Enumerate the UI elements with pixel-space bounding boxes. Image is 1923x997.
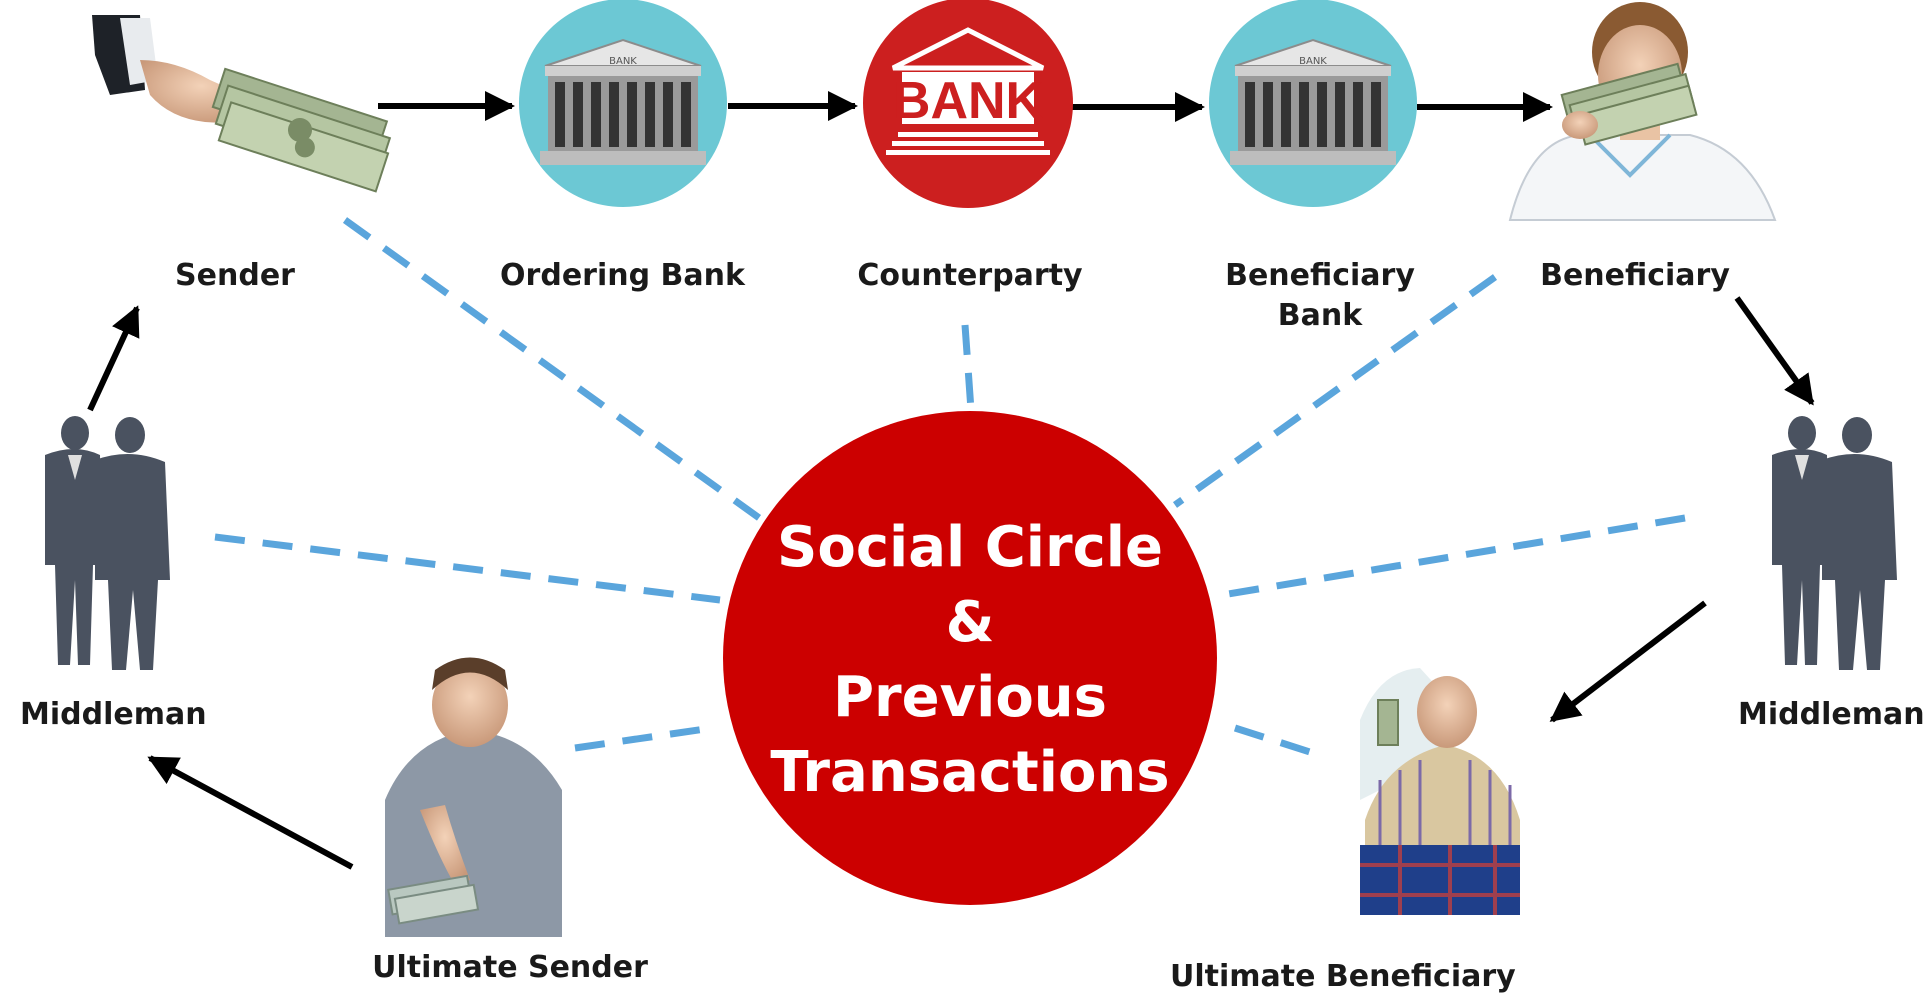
connector-middleman-left [214, 533, 721, 604]
counterparty-bank-icon: BANK [863, 0, 1073, 208]
center-line-4: Transactions [770, 740, 1170, 805]
center-circle-text: Social Circle & Previous Transactions [720, 510, 1220, 810]
ordering-bank-pediment-text: BANK [609, 56, 637, 67]
center-line-3: Previous [832, 665, 1107, 730]
dashed-connectors [214, 217, 1686, 756]
center-line-1: Social Circle [777, 515, 1163, 580]
beneficiary-bank-pediment-text: BANK [1299, 56, 1327, 67]
flow-arrows [87, 91, 1815, 870]
connector-ultimate-sender [574, 724, 713, 752]
label-counterparty: Counterparty [857, 258, 1083, 293]
center-circle [723, 411, 1217, 905]
connector-ultimate-beneficiary [1233, 724, 1312, 756]
label-sender: Sender [175, 258, 295, 293]
center-line-2: & [945, 590, 995, 655]
sender-hand-money-illustration [92, 15, 392, 193]
middleman-right-silhouettes [1772, 416, 1897, 670]
label-middleman-right: Middleman [1738, 697, 1923, 732]
label-ultimate-beneficiary: Ultimate Beneficiary [1170, 959, 1516, 994]
arrow-middleman-left-to-sender [87, 305, 140, 412]
label-beneficiary-bank-line1: Beneficiary [1225, 258, 1415, 293]
connector-middleman-right [1221, 514, 1686, 599]
beneficiary-nurse-illustration [1508, 2, 1777, 221]
label-ultimate-sender: Ultimate Sender [372, 950, 648, 985]
label-beneficiary: Beneficiary [1540, 258, 1730, 293]
middleman-left-silhouettes [45, 416, 170, 670]
ordering-bank-icon: BANK [519, 0, 727, 207]
arrow-ultimate-sender-to-middleman-left [147, 755, 354, 870]
ultimate-sender-photo [385, 657, 562, 937]
connector-sender [342, 217, 765, 523]
arrow-beneficiary-to-middleman-right [1734, 296, 1815, 406]
beneficiary-bank-icon: BANK [1209, 0, 1417, 207]
label-middleman-left: Middleman [20, 697, 207, 732]
ultimate-beneficiary-photo [1355, 668, 1523, 918]
arrow-middleman-right-to-ultimate-beneficiary [1549, 600, 1707, 723]
label-beneficiary-bank-line2: Bank [1277, 298, 1363, 333]
label-ordering-bank: Ordering Bank [500, 258, 745, 293]
counterparty-bank-sign-text: BANK [893, 72, 1044, 130]
connector-beneficiary [1172, 274, 1498, 508]
connector-counterparty [961, 324, 975, 411]
